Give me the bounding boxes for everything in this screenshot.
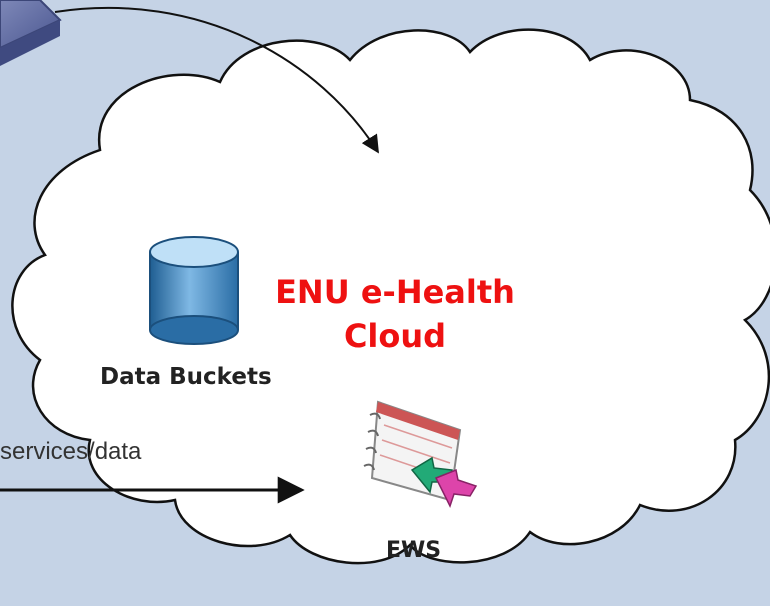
ews-label: EWS	[386, 538, 442, 563]
cloud-shape	[11, 28, 770, 565]
ews-notebook-icon	[363, 400, 478, 508]
database-icon	[149, 236, 239, 345]
server-device-icon	[0, 0, 62, 66]
cloud-title: ENU e-Health Cloud	[250, 270, 540, 358]
cloud-title-line1: ENU e-Health	[275, 273, 515, 311]
server-to-cloud-arrow	[54, 7, 379, 154]
services-data-label: services/data	[0, 438, 142, 465]
cloud-title-line2: Cloud	[343, 317, 447, 355]
data-buckets-label: Data Buckets	[100, 364, 272, 390]
